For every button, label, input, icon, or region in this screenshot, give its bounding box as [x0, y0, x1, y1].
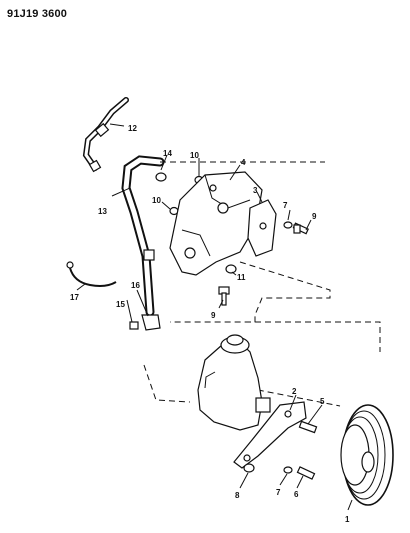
return-hose-part-13: [121, 155, 165, 317]
callout-7-lower: 7: [276, 488, 281, 497]
bolt-part-6: [296, 466, 316, 480]
callout-8: 8: [235, 491, 240, 500]
callout-1: 1: [345, 515, 350, 524]
callout-6: 6: [294, 490, 299, 499]
callout-11: 11: [237, 273, 246, 282]
adjusting-plate-part-3: [247, 199, 277, 257]
callout-14: 14: [163, 149, 172, 158]
washer-part-7-upper: [283, 221, 293, 229]
callout-10-upper: 10: [190, 151, 199, 160]
screw-part-15: [129, 321, 139, 330]
callout-2: 2: [292, 387, 297, 396]
pulley-part-1: [340, 404, 394, 506]
nut-part-8: [243, 463, 255, 473]
callout-3: 3: [253, 186, 258, 195]
pressure-hose-part-12: [82, 97, 129, 173]
washer-part-7-lower: [283, 466, 293, 474]
mounting-bracket-part-4: [169, 171, 263, 276]
callout-5: 5: [320, 397, 325, 406]
callout-12: 12: [128, 124, 137, 133]
callout-13: 13: [98, 207, 107, 216]
callout-9-lower: 9: [211, 311, 216, 320]
alignment-line-pulley: [247, 387, 341, 407]
bolt-part-9-upper: [292, 222, 309, 235]
alignment-line-lower: [143, 321, 381, 403]
callout-4: 4: [241, 158, 246, 167]
hose-clip-part-16: [141, 314, 161, 331]
callout-16: 16: [131, 281, 140, 290]
callout-7-upper: 7: [283, 201, 288, 210]
callout-labels: 12 13 14 10 10 4 3 7 9 11 9 16 15 17 2 5…: [70, 124, 350, 524]
stud-part-5: [298, 420, 318, 434]
wire-clip-part-17: [66, 261, 117, 287]
pump-bracket-part-2: [233, 401, 307, 469]
callout-15: 15: [116, 300, 125, 309]
callout-9-upper: 9: [312, 212, 317, 221]
callout-10-lower: 10: [152, 196, 161, 205]
power-steering-pump: [197, 334, 271, 431]
leader-lines: [76, 123, 353, 511]
nut-part-11: [225, 264, 237, 274]
bolt-part-9-lower: [218, 286, 230, 306]
clamp-part-14: [155, 172, 167, 182]
diagram-code: 91J19 3600: [7, 8, 68, 20]
callout-17: 17: [70, 293, 79, 302]
